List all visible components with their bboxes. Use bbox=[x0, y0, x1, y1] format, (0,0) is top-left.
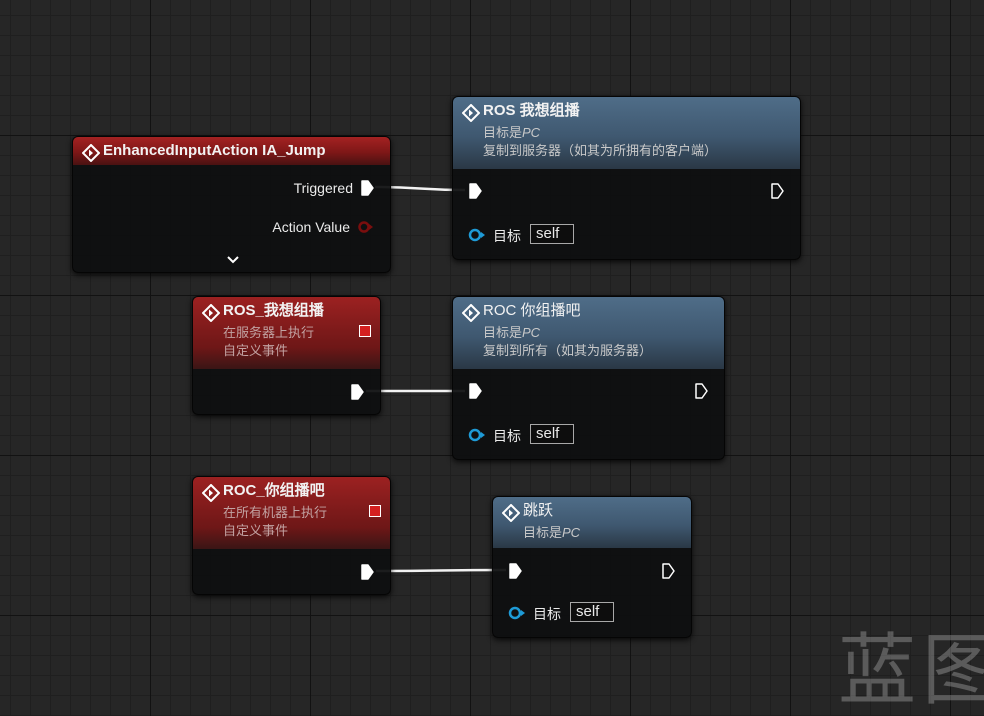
node-title: ROC 你组播吧 bbox=[483, 302, 581, 319]
value-out-pin-action-value[interactable] bbox=[356, 221, 374, 233]
exec-in-pin[interactable] bbox=[468, 183, 482, 199]
node-header[interactable]: ROC_你组播吧 在所有机器上执行 自定义事件 bbox=[193, 477, 390, 549]
event-icon bbox=[202, 484, 220, 502]
target-prefix: 目标是 bbox=[483, 125, 523, 140]
target-pin-label: 目标 bbox=[493, 228, 521, 244]
node-target-note: 目标是PC bbox=[523, 524, 681, 542]
event-type-note: 自定义事件 bbox=[223, 523, 289, 538]
exec-out-pin[interactable] bbox=[360, 564, 374, 580]
target-class: PC bbox=[522, 325, 541, 340]
event-type-note: 自定义事件 bbox=[223, 343, 289, 358]
event-execution-note: 在服务器上执行 bbox=[223, 325, 315, 340]
event-icon bbox=[202, 304, 220, 322]
event-icon bbox=[82, 144, 100, 162]
node-enhanced-input-action[interactable]: EnhancedInputAction IA_Jump Triggered Ac… bbox=[72, 136, 391, 273]
node-jump-call[interactable]: 跳跃 目标是PC 目标 self bbox=[492, 496, 692, 638]
node-header[interactable]: 跳跃 目标是PC bbox=[493, 497, 691, 548]
node-title: 跳跃 bbox=[523, 502, 554, 519]
target-prefix: 目标是 bbox=[523, 525, 563, 540]
event-execution-note: 在所有机器上执行 bbox=[223, 505, 328, 520]
blueprint-watermark: 蓝图 bbox=[838, 626, 984, 716]
node-replication-note: 复制到服务器（如其为所拥有的客户端） bbox=[483, 143, 718, 158]
function-icon bbox=[462, 104, 480, 122]
target-self-field[interactable]: self bbox=[570, 602, 614, 622]
node-title: EnhancedInputAction IA_Jump bbox=[103, 142, 326, 159]
exec-out-pin[interactable] bbox=[770, 183, 784, 199]
target-prefix: 目标是 bbox=[483, 325, 523, 340]
node-header[interactable]: EnhancedInputAction IA_Jump bbox=[73, 137, 390, 165]
exec-wire-roc-event-to-jump bbox=[375, 568, 507, 573]
target-object-pin[interactable] bbox=[468, 428, 486, 442]
replication-marker-icon bbox=[369, 505, 381, 517]
exec-out-pin[interactable] bbox=[694, 383, 708, 399]
exec-out-pin-triggered[interactable] bbox=[360, 180, 374, 196]
target-pin-label: 目标 bbox=[493, 428, 521, 444]
pin-label-triggered: Triggered bbox=[293, 180, 353, 196]
target-self-field[interactable]: self bbox=[530, 424, 574, 444]
target-class: PC bbox=[562, 525, 581, 540]
node-roc-event[interactable]: ROC_你组播吧 在所有机器上执行 自定义事件 bbox=[192, 476, 391, 595]
expand-chevron-icon[interactable] bbox=[226, 255, 240, 265]
node-ros-event[interactable]: ROS_我想组播 在服务器上执行 自定义事件 bbox=[192, 296, 381, 415]
pin-label-action-value: Action Value bbox=[272, 219, 350, 235]
node-replication-note: 复制到所有（如其为服务器） bbox=[483, 343, 653, 358]
node-header[interactable]: ROC 你组播吧 目标是PC 复制到所有（如其为服务器） bbox=[453, 297, 724, 369]
node-title: ROS 我想组播 bbox=[483, 102, 580, 119]
exec-in-pin[interactable] bbox=[508, 563, 522, 579]
function-icon bbox=[462, 304, 480, 322]
target-object-pin[interactable] bbox=[468, 228, 486, 242]
target-pin-label: 目标 bbox=[533, 606, 561, 622]
function-icon bbox=[502, 504, 520, 522]
replication-marker-icon bbox=[359, 325, 371, 337]
target-self-field[interactable]: self bbox=[530, 224, 574, 244]
target-class: PC bbox=[522, 125, 541, 140]
node-title: ROC_你组播吧 bbox=[223, 482, 325, 499]
exec-out-pin[interactable] bbox=[661, 563, 675, 579]
node-ros-call[interactable]: ROS 我想组播 目标是PC 复制到服务器（如其为所拥有的客户端） 目标 sel… bbox=[452, 96, 801, 260]
node-target-note: 目标是PC bbox=[483, 124, 790, 142]
node-header[interactable]: ROS 我想组播 目标是PC 复制到服务器（如其为所拥有的客户端） bbox=[453, 97, 800, 169]
node-target-note: 目标是PC bbox=[483, 324, 714, 342]
node-roc-call[interactable]: ROC 你组播吧 目标是PC 复制到所有（如其为服务器） 目标 self bbox=[452, 296, 725, 460]
exec-in-pin[interactable] bbox=[468, 383, 482, 399]
target-object-pin[interactable] bbox=[508, 606, 526, 620]
node-title: ROS_我想组播 bbox=[223, 302, 324, 319]
node-header[interactable]: ROS_我想组播 在服务器上执行 自定义事件 bbox=[193, 297, 380, 369]
exec-out-pin[interactable] bbox=[350, 384, 364, 400]
